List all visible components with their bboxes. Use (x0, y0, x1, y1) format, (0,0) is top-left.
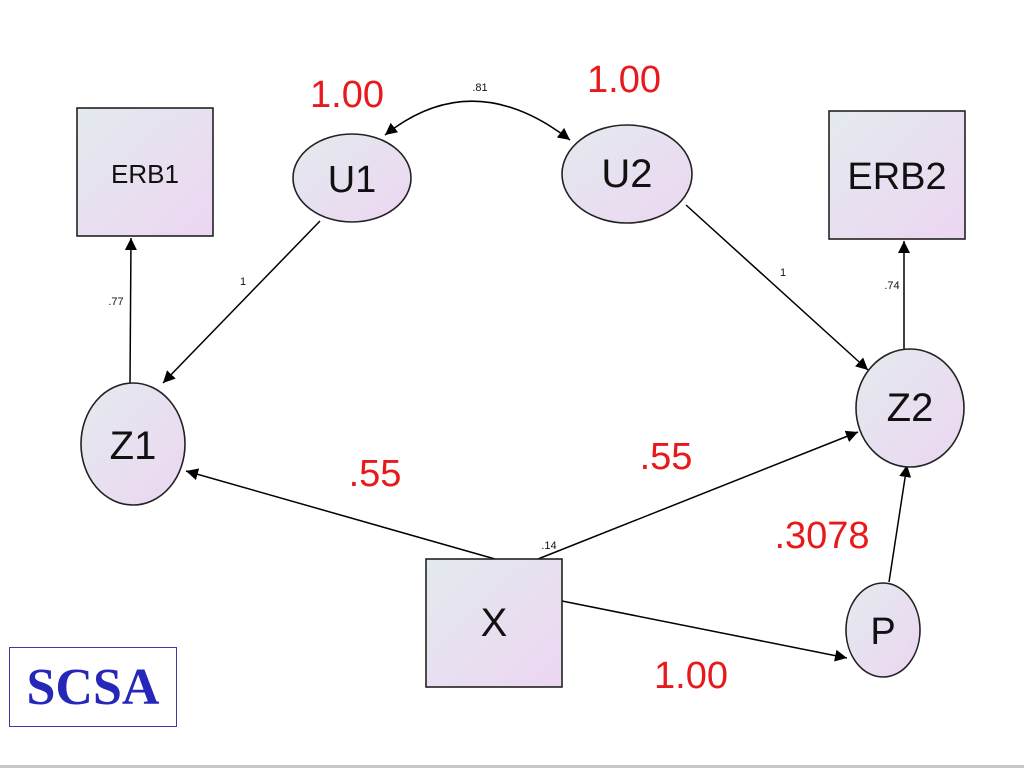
scsa-logo: SCSA (9, 647, 177, 727)
node-z1: Z1 (80, 382, 186, 506)
arrow-x-to-z1 (185, 468, 496, 560)
node-u1: U1 (292, 133, 412, 223)
node-erb1: ERB1 (76, 107, 214, 237)
u1-variance-label: 1.00 (310, 74, 384, 116)
covariance-u1-u2-arrow (384, 100, 571, 141)
node-z2: Z2 (855, 348, 965, 468)
node-x-label: X (481, 601, 508, 645)
arrow-z1-to-erb1 (124, 237, 137, 384)
u1-u2-covariance-label: .81 (472, 82, 487, 94)
arrow-u2-to-z2 (685, 204, 869, 371)
node-u1-label: U1 (328, 159, 377, 201)
arrow-u1-to-z1 (162, 220, 321, 384)
u2-variance-label: 1.00 (587, 59, 661, 101)
u2-z2-loading-label: 1 (780, 267, 786, 279)
bottom-divider (0, 765, 1024, 768)
u1-z1-loading-label: 1 (240, 276, 246, 288)
z2-erb2-loading-label: .74 (884, 280, 899, 292)
node-erb1-label: ERB1 (111, 159, 179, 189)
x-z1-coefficient-label: .55 (349, 453, 402, 495)
node-u2-label: U2 (601, 152, 652, 196)
node-erb2-label: ERB2 (847, 156, 946, 198)
node-z2-label: Z2 (887, 386, 934, 430)
x-small-label: .14 (541, 540, 556, 552)
x-z2-coefficient-label: .55 (640, 436, 693, 478)
arrow-x-to-z2 (537, 430, 859, 560)
node-p-label: P (870, 611, 895, 653)
z1-erb1-loading-label: .77 (108, 296, 123, 308)
arrow-x-to-p (561, 600, 848, 662)
p-z2-coefficient-label: .3078 (774, 515, 869, 557)
arrow-p-to-z2 (888, 464, 912, 583)
node-z1-label: Z1 (110, 424, 157, 468)
node-u2: U2 (561, 124, 693, 224)
node-x: X (425, 558, 563, 688)
node-erb2: ERB2 (828, 110, 966, 240)
node-p: P (845, 582, 921, 678)
x-p-coefficient-label: 1.00 (654, 655, 728, 697)
